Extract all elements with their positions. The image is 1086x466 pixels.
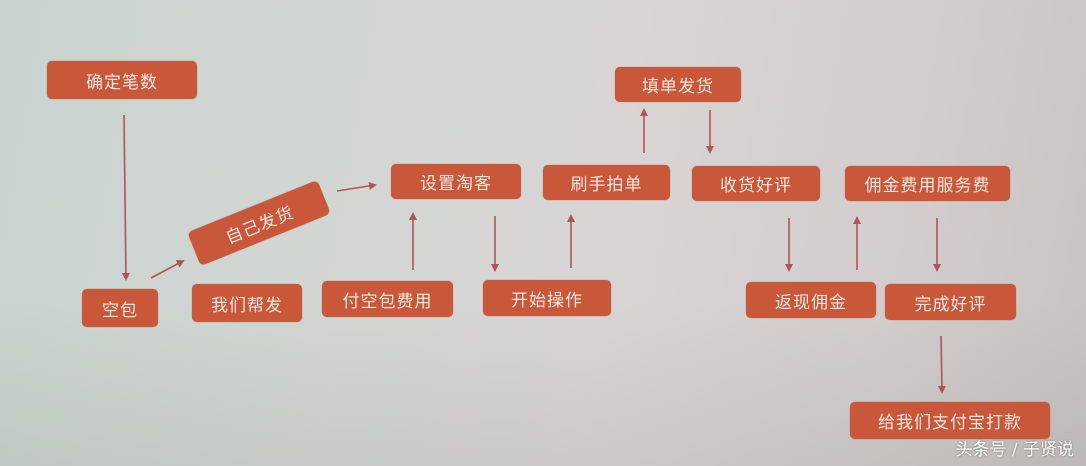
node-label: 填单发货: [642, 77, 714, 97]
node-label: 设置淘客: [420, 174, 492, 194]
node-setup-taoke: 设置淘客: [391, 164, 521, 199]
node-empty-package: 空包: [82, 289, 158, 327]
arrow-selfship-to-setup: [336, 181, 377, 192]
node-label: 刷手拍单: [570, 175, 643, 195]
watermark: 头条号 / 子贤说: [955, 440, 1074, 460]
node-cashback-commission: 返现佣金: [746, 282, 876, 318]
node-brusher-order: 刷手拍单: [543, 165, 670, 200]
node-label: 佣金费用服务费: [864, 176, 991, 196]
node-label: 空包: [102, 300, 138, 321]
node-commission-service-fee: 佣金费用服务费: [845, 166, 1010, 201]
arrow-empty-to-selfship: [150, 260, 185, 279]
node-label: 给我们支付宝打款: [878, 413, 1022, 433]
node-complete-good-review: 完成好评: [885, 284, 1016, 320]
node-label: 收货好评: [720, 176, 792, 196]
node-label: 开始操作: [511, 290, 583, 311]
node-label: 确定笔数: [86, 72, 158, 93]
arrow-complete-to-alipay: [937, 335, 946, 394]
node-label: 付空包费用: [342, 291, 433, 312]
node-start-operation: 开始操作: [483, 280, 611, 316]
node-pay-to-alipay: 给我们支付宝打款: [850, 402, 1050, 439]
node-we-ship: 我们帮发: [192, 284, 302, 322]
node-fill-and-ship: 填单发货: [615, 67, 741, 102]
node-label: 我们帮发: [211, 295, 283, 316]
node-label: 返现佣金: [775, 292, 847, 313]
arrow-confirm-to-empty: [121, 114, 130, 281]
node-pay-empty-package-fee: 付空包费用: [322, 281, 453, 317]
node-receive-good-review: 收货好评: [692, 166, 820, 201]
node-confirm-count: 确定笔数: [47, 61, 197, 99]
node-label: 完成好评: [914, 294, 987, 315]
